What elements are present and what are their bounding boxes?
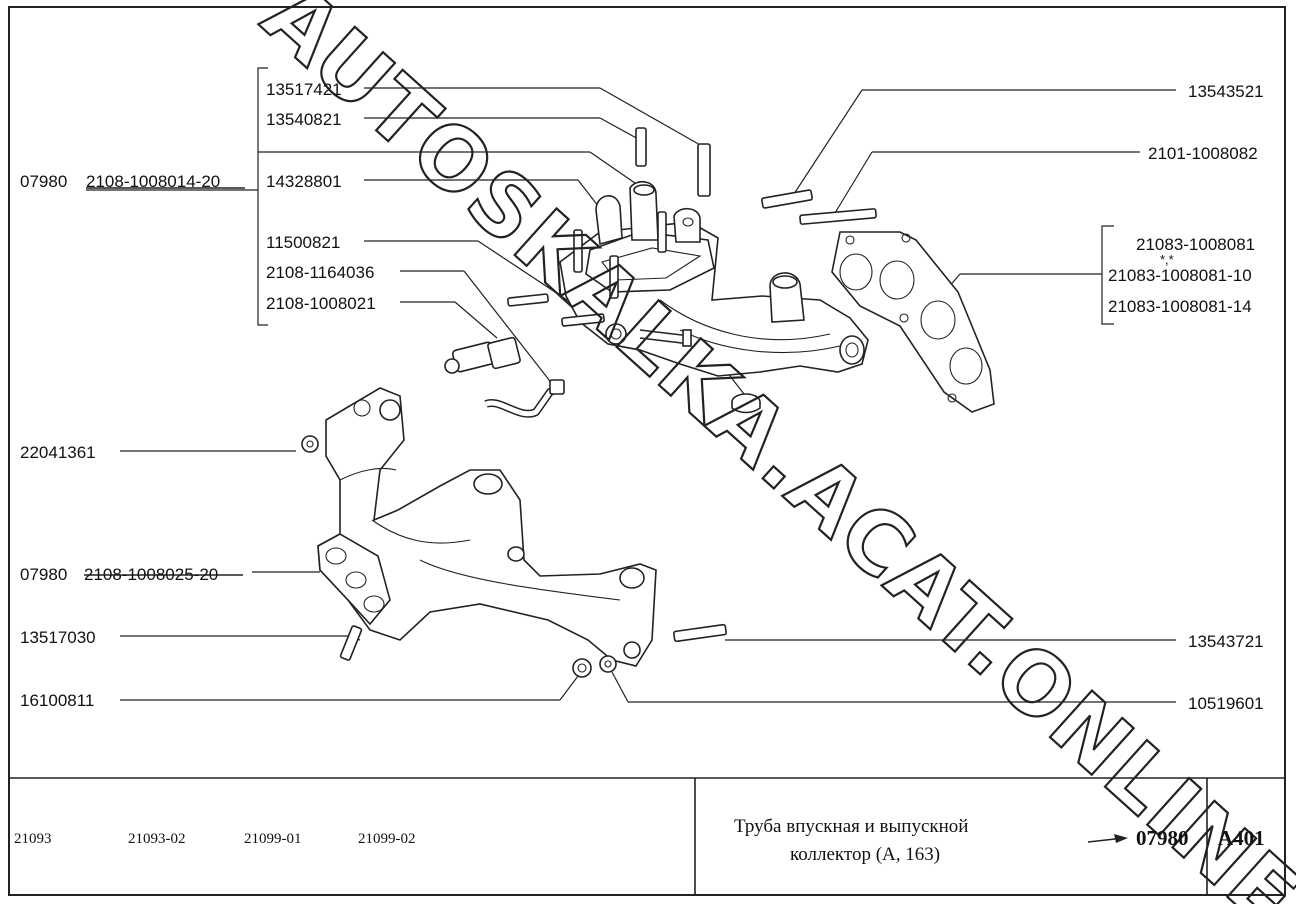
label-2108-1164036: 2108-1164036 (266, 263, 374, 282)
watermark: AUTOSKALKA.ACAT.ONLINE (244, 0, 1296, 904)
label-16100811: 16100811 (20, 691, 94, 710)
title-line-1: Труба впускная и выпускной (734, 816, 968, 837)
sheet-number: А401 (1218, 826, 1265, 850)
label-07980-exhaust: 07980 (20, 565, 67, 584)
model-list: 21093 21093-02 21099-01 21099-02 (14, 831, 416, 847)
label-21083-1008081-14: 21083-1008081-14 (1108, 297, 1252, 316)
gasket-note-stars: *,* (1160, 252, 1174, 267)
title-block-grid (8, 777, 1286, 896)
hose-fitting-icon (444, 336, 521, 374)
label-21083-1008081-10: 21083-1008081-10 (1108, 266, 1252, 285)
nut-icon (301, 435, 592, 678)
label-14328801: 14328801 (266, 172, 342, 191)
tube-icon (484, 379, 565, 418)
model-21093: 21093 (14, 831, 52, 847)
label-13517030: 13517030 (20, 628, 96, 647)
part-labels: 13517421 13540821 07980 2108-1008014-20 … (20, 80, 1264, 713)
arrow-code: 07980 (1136, 826, 1189, 850)
label-13540821: 13540821 (266, 110, 342, 129)
label-13517421: 13517421 (266, 80, 342, 99)
label-13543521: 13543521 (1188, 82, 1264, 101)
label-11500821: 11500821 (266, 233, 340, 252)
washer-icon (599, 655, 617, 673)
exhaust-manifold-icon (317, 387, 657, 667)
gasket-icon (831, 231, 995, 413)
label-22041361: 22041361 (20, 443, 96, 462)
label-21083-1008081: 21083-1008081 (1136, 235, 1255, 254)
intake-manifold-icon (559, 181, 869, 377)
label-2108-1008014-20: 2108-1008014-20 (86, 172, 220, 191)
label-10519601: 10519601 (1188, 694, 1264, 713)
label-2108-1008021: 2108-1008021 (266, 294, 376, 313)
arrow-icon (1087, 834, 1128, 843)
model-21099-01: 21099-01 (244, 831, 302, 847)
label-2108-1008025-20: 2108-1008025-20 (84, 565, 218, 584)
title-line-2: коллектор (А, 163) (790, 844, 940, 865)
drawing-frame (8, 6, 1286, 896)
label-07980-intake: 07980 (20, 172, 67, 191)
plug-icon (731, 393, 761, 414)
stud-icon (339, 127, 877, 661)
label-2101-1008082: 2101-1008082 (1148, 144, 1258, 163)
model-21093-02: 21093-02 (128, 831, 186, 847)
label-13543721: 13543721 (1188, 632, 1264, 651)
model-21099-02: 21099-02 (358, 831, 416, 847)
